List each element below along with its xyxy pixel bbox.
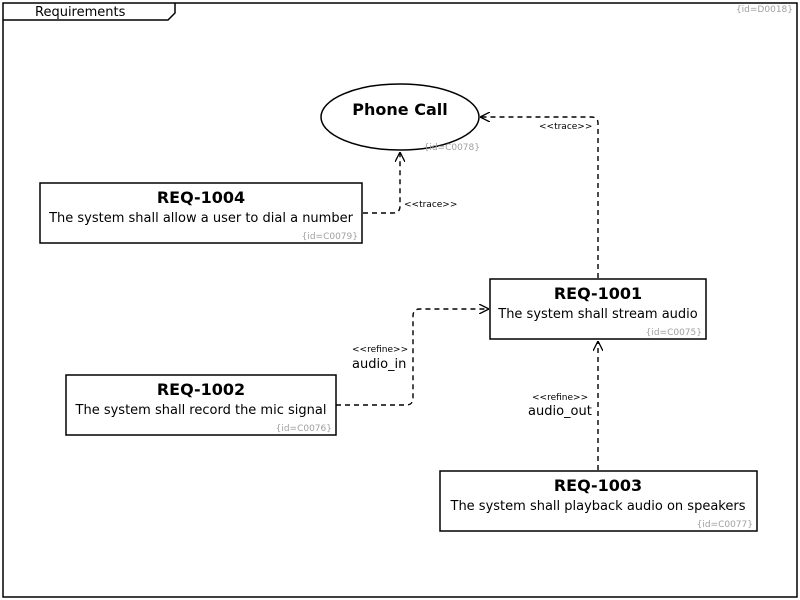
requirement-id: {id=C0079} xyxy=(302,232,358,242)
requirement-box-req1003[interactable]: REQ-1003 The system shall playback audio… xyxy=(439,470,758,532)
requirement-title: REQ-1002 xyxy=(157,380,245,399)
usecase-title: Phone Call xyxy=(352,100,447,119)
refine-stereotype-out: <<refine>> xyxy=(532,393,588,403)
trace-label-top: <<trace>> xyxy=(539,122,592,132)
connectors xyxy=(336,117,598,470)
requirement-box-req1004[interactable]: REQ-1004 The system shall allow a user t… xyxy=(39,182,363,244)
requirement-title: REQ-1004 xyxy=(157,188,245,207)
usecase-id: {id=C0078} xyxy=(424,143,480,153)
requirement-box-req1002[interactable]: REQ-1002 The system shall record the mic… xyxy=(65,374,337,436)
requirement-title: REQ-1003 xyxy=(554,476,642,495)
usecase-phone-call[interactable]: Phone Call {id=C0078} xyxy=(320,83,480,153)
trace-connector-req1001[interactable] xyxy=(480,117,599,278)
requirement-title: REQ-1001 xyxy=(554,284,642,303)
requirement-text: The system shall stream audio xyxy=(497,307,698,322)
refine-label-audio-in: audio_in xyxy=(352,357,406,372)
refine-connector-audio-in[interactable] xyxy=(336,309,489,406)
requirement-box-req1001[interactable]: REQ-1001 The system shall stream audio {… xyxy=(489,278,707,340)
requirement-text: The system shall playback audio on speak… xyxy=(450,499,746,514)
trace-label-left: <<trace>> xyxy=(404,200,457,210)
requirement-id: {id=C0076} xyxy=(276,424,332,434)
requirement-text: The system shall record the mic signal xyxy=(75,403,327,418)
refine-label-audio-out: audio_out xyxy=(528,404,592,419)
requirement-id: {id=C0077} xyxy=(697,520,753,530)
frame-title: Requirements xyxy=(35,5,126,20)
refine-stereotype-in: <<refine>> xyxy=(352,345,408,355)
requirement-text: The system shall allow a user to dial a … xyxy=(48,211,354,226)
frame-id: {id=D0018} xyxy=(736,5,793,15)
trace-connector-req1004[interactable] xyxy=(363,152,400,214)
requirement-id: {id=C0075} xyxy=(646,328,702,338)
